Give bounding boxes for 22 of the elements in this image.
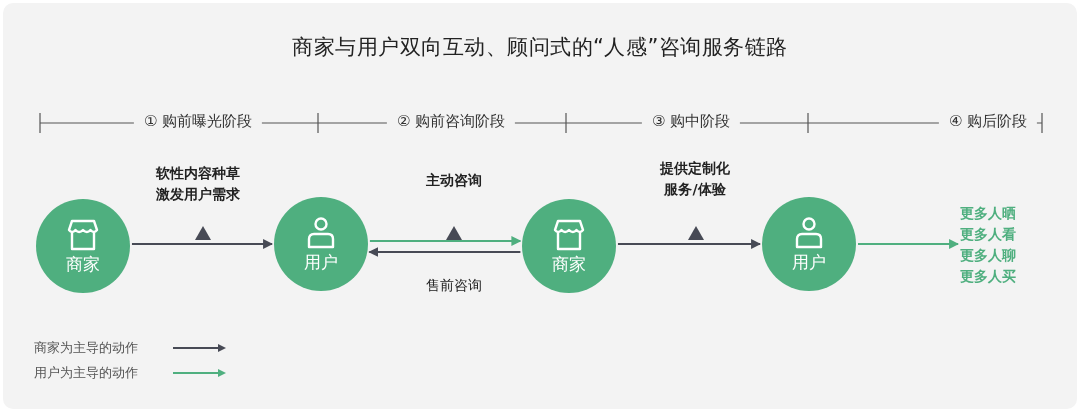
arrow: [131, 239, 273, 249]
role-name: 用户: [304, 252, 338, 272]
stage-label: ② 购前咨询阶段: [386, 112, 516, 131]
arrow: [858, 239, 959, 249]
stage-label: ① 购前曝光阶段: [133, 112, 263, 131]
stage-label: ③ 购中阶段: [641, 112, 741, 131]
outcome-text: 更多人看: [960, 225, 1016, 244]
legend-text: 商家为主导的动作: [34, 339, 138, 357]
role-name: 用户: [792, 252, 826, 272]
edge-label: 提供定制化服务/体验: [658, 158, 732, 200]
arrow: [617, 239, 761, 249]
arrow: [368, 247, 521, 257]
diagram-title: 商家与用户双向互动、顾问式的“人感”咨询服务链路: [291, 34, 789, 61]
arrow: [369, 236, 522, 246]
outcome-text: 更多人晒: [960, 204, 1016, 223]
role-name: 商家: [66, 254, 100, 274]
outcome-text: 更多人聊: [960, 246, 1016, 265]
stage-label: ④ 购后阶段: [938, 112, 1038, 131]
edge-label: 软性内容种草激发用户需求: [154, 163, 242, 205]
legend-text: 用户为主导的动作: [34, 364, 138, 382]
outcome-text: 更多人买: [960, 267, 1016, 286]
role-name: 商家: [552, 254, 586, 274]
